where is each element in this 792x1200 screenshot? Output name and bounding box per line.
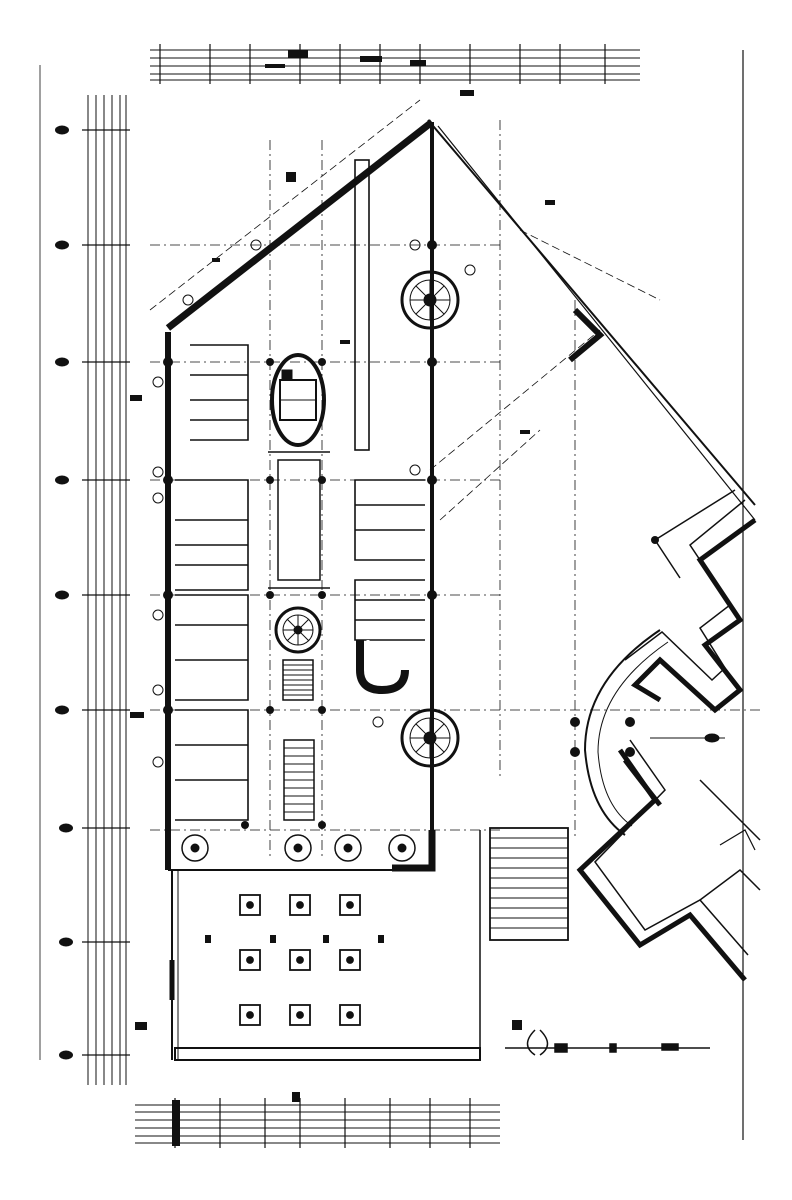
right-offices bbox=[354, 159, 425, 641]
left-offices bbox=[175, 344, 249, 821]
u-ramp bbox=[356, 640, 409, 695]
bottom-dimension-strip bbox=[135, 1092, 500, 1148]
lower-hall-walls bbox=[169, 830, 481, 1061]
top-dimension-strip bbox=[150, 44, 640, 84]
central-corridor bbox=[268, 451, 330, 589]
diagonal-construction-lines bbox=[149, 99, 661, 521]
building-outer-wall bbox=[165, 119, 756, 872]
structural-columns bbox=[130, 172, 659, 1030]
oval-core bbox=[270, 353, 326, 447]
circular-stair-lower bbox=[400, 708, 460, 768]
grid-bubbles-left bbox=[55, 125, 73, 1060]
room-tags bbox=[152, 239, 476, 768]
entrance-columns bbox=[181, 834, 416, 862]
straight-stair-central bbox=[282, 659, 314, 701]
left-dimension-strip bbox=[39, 65, 130, 1085]
dimension-marks bbox=[205, 90, 555, 943]
circular-stair-upper bbox=[400, 270, 460, 330]
straight-stair-lower bbox=[283, 739, 315, 821]
entrance-door bbox=[505, 1029, 710, 1056]
curved-wall bbox=[583, 629, 725, 836]
adjacent-building bbox=[576, 489, 761, 982]
circular-stair-middle bbox=[274, 606, 322, 654]
lobby-pillars bbox=[239, 894, 361, 1026]
exterior-stair bbox=[489, 827, 569, 941]
